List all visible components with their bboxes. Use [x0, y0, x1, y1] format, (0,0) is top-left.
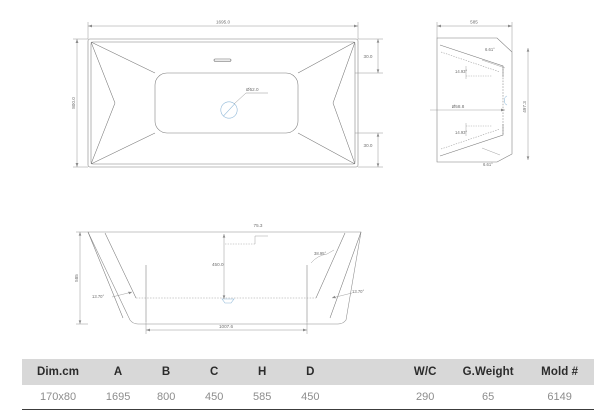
plan-basin-rect [154, 72, 299, 134]
plan-overflow-slot [213, 58, 232, 62]
section-overflow-offset-label: 75.3 [254, 223, 263, 228]
cell-d: 450 [301, 391, 320, 403]
end-overflow-leader [430, 108, 505, 112]
end-inner-height-dimension [526, 48, 530, 160]
section-left-angle-leader [111, 291, 133, 298]
spec-table-head: Dim.cm A B C H D W/C G.Weight Mold # [22, 359, 594, 385]
section-height-dimension [76, 231, 88, 325]
plan-width-label: 800.0 [71, 97, 76, 109]
header-g-weight: G.Weight [462, 366, 514, 378]
header-b: B [161, 366, 171, 378]
cell-wc: 290 [416, 391, 435, 403]
end-view-group [436, 37, 513, 163]
header-h: H [258, 366, 267, 378]
end-width-label: 585 [470, 20, 478, 25]
spec-table-element: Dim.cm A B C H D W/C G.Weight Mold # 170… [22, 359, 594, 410]
end-inner-lower-face [439, 124, 504, 157]
cell-b: 800 [156, 391, 176, 403]
end-upper-angle-label: 6.61° [485, 47, 495, 52]
drain-slash [223, 103, 235, 117]
cell-a: 1695 [105, 391, 131, 403]
plan-rim-rect [90, 41, 356, 165]
header-c: C [209, 366, 219, 378]
plan-offset-top-dimension [355, 38, 383, 74]
header-wc: W/C [413, 366, 437, 378]
section-inner-right-wall [315, 232, 346, 299]
plan-offset-bottom-dimension [355, 132, 383, 168]
section-inner-left-wall [104, 232, 137, 299]
section-view-group [87, 231, 362, 325]
header-spacer [334, 359, 399, 385]
plan-length-label: 1695.0 [216, 20, 230, 25]
end-overflow-marker [504, 95, 508, 106]
header-mold: Mold # [541, 366, 579, 378]
plan-offset-top-label: 30.0 [364, 54, 373, 59]
drain-diameter-label: Ø52.0 [246, 87, 259, 92]
drain-circle-icon [220, 101, 238, 119]
cell-h: 585 [253, 391, 272, 403]
plan-taper-lines [90, 41, 356, 165]
end-upper-inner-angle-label: 14.93° [455, 69, 467, 74]
plan-outer-rect [87, 38, 359, 168]
plan-drain-group [220, 92, 268, 119]
end-lower-angle-label: 6.61° [483, 162, 493, 167]
section-base-width-dimension [145, 322, 308, 334]
header-dim-cm: Dim.cm [36, 366, 80, 378]
section-depth-dimension [222, 234, 226, 299]
plan-length-dimension [87, 22, 359, 39]
section-depth-label: 450.0 [212, 262, 224, 267]
end-upper-angle-leader [481, 59, 506, 69]
cell-g-weight: 65 [482, 391, 495, 403]
end-lower-inner-angle-label: 14.93° [455, 130, 467, 135]
cell-spacer [334, 385, 399, 410]
end-upper-inner-angle-leader [465, 66, 492, 79]
section-right-angle-leader [331, 292, 353, 299]
section-drain-mark [221, 298, 235, 304]
cell-dim-cm: 170x80 [39, 391, 77, 403]
section-taper-angle-label: 38.95° [314, 251, 326, 256]
plan-offset-bottom-label: 30.0 [364, 143, 373, 148]
section-wall-left [87, 231, 124, 319]
plan-view-group [87, 38, 359, 168]
table-row: 170x80 1695 800 450 585 450 290 65 6149 [22, 385, 594, 410]
plan-width-dimension [73, 38, 88, 168]
drain-leader-line [233, 92, 268, 105]
section-overflow-leader [225, 235, 268, 245]
header-a: A [113, 366, 123, 378]
section-outer-profile [87, 231, 362, 325]
end-inner-height-label: 497.3 [522, 101, 527, 113]
section-wall-right [329, 231, 362, 319]
end-lower-inner-angle-leader [465, 123, 492, 136]
section-right-angle-label: 13.70° [352, 289, 364, 294]
end-lower-angle-leader [481, 147, 501, 156]
specification-table: Dim.cm A B C H D W/C G.Weight Mold # 170… [22, 359, 594, 410]
cell-c: 450 [205, 391, 224, 403]
end-width-dimension [436, 22, 513, 52]
spec-table-body: 170x80 1695 800 450 585 450 290 65 6149 [22, 385, 594, 410]
spec-header-row: Dim.cm A B C H D W/C G.Weight Mold # [22, 359, 594, 385]
cell-mold: 6149 [547, 391, 572, 403]
section-taper-angle-leader [310, 249, 335, 264]
end-overflow-diameter-label: Ø58.8 [452, 104, 465, 109]
header-d: D [306, 366, 315, 378]
section-base-width-label: 1007.6 [219, 324, 233, 329]
section-left-angle-label: 13.70° [92, 294, 104, 299]
section-height-label: 585 [74, 274, 79, 282]
end-outer-profile [436, 37, 513, 163]
